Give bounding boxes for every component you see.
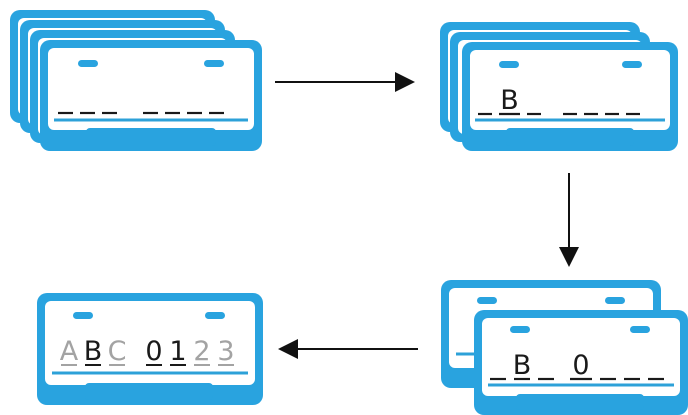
plate-char-1: 1 [169,336,186,367]
plate-bolt-right [622,61,642,68]
blank-plate-stack [10,10,262,151]
plate-base-tab [86,128,216,146]
plate-char-2: 2 [193,336,210,367]
plate-bolt-left [73,312,93,319]
plate-bolt-right [205,312,225,319]
plate-char-b: B [500,85,519,116]
plate-base-tab [516,394,644,410]
plate-bolt-left [510,326,530,333]
plate-front [40,40,262,151]
plate-front: B [462,42,678,151]
plate-char-0: 0 [145,336,162,367]
plate-base-tab [85,383,213,400]
plate-bolt-right [630,326,650,333]
plate-char-3: 3 [217,336,234,367]
plate-front: B 0 [474,310,688,415]
plate-bolt-left [78,60,98,67]
final-plate: A B C 0 1 2 3 [37,293,263,405]
plate-char-0: 0 [572,350,589,381]
plate-char-c: C [108,336,127,367]
plate-char-b: B [513,350,532,381]
plate-char-b: B [84,336,103,367]
plate-bolt-left [499,61,519,68]
first-letter-plate-stack: B [440,22,678,151]
two-chars-plate-stack: B 0 [441,280,688,415]
plate-char-a: A [60,336,79,367]
plate-base-tab [506,128,634,146]
plate-bolt-right [204,60,224,67]
final-chars: A B C 0 1 2 3 [60,336,235,367]
